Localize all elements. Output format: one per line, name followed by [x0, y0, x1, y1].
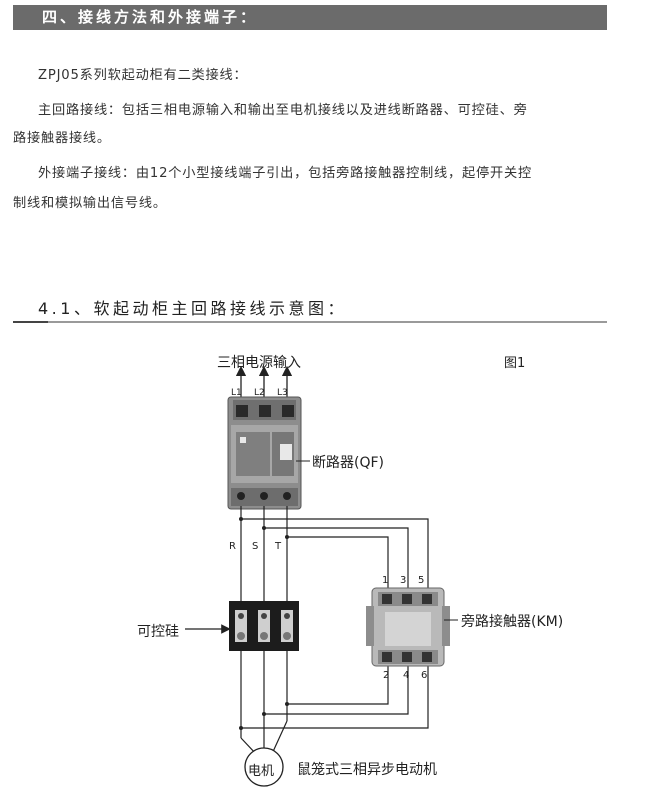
- terminal-text-1: 外接端子接线：由12个小型接线端子引出，包括旁路接触器控制线，起停开关控: [38, 166, 532, 181]
- motor-symbol-label: 电机: [248, 764, 275, 779]
- contactor-label: 旁路接触器(KM): [461, 614, 564, 630]
- phase-l2-label: L2: [254, 388, 265, 398]
- phase-t-label: T: [275, 541, 282, 552]
- motor-label: 鼠笼式三相异步电动机: [297, 762, 437, 778]
- contactor-terminal-2: 2: [383, 670, 390, 681]
- subsection-title: 4.1、软起动柜主回路接线示意图：: [38, 299, 347, 318]
- figure-label: 图1: [504, 356, 526, 371]
- breaker-qf: [227, 396, 302, 510]
- contactor-terminal-5: 5: [418, 575, 425, 586]
- wire-junctions: [239, 517, 289, 730]
- terminal-text-2: 制线和模拟输出信号线。: [13, 196, 167, 211]
- power-input-label: 三相电源输入: [217, 355, 301, 371]
- breaker-label: 断路器(QF): [312, 455, 384, 471]
- motor-symbol: [244, 747, 284, 787]
- main-circuit-text-2: 路接触器接线。: [13, 131, 111, 146]
- main-circuit-text-1: 主回路接线：包括三相电源输入和输出至电机接线以及进线断路器、可控硅、旁: [38, 103, 528, 118]
- phase-wires: [240, 506, 429, 757]
- intro-text: ZPJ05系列软起动柜有二类接线：: [38, 68, 248, 83]
- contactor-terminal-4: 4: [403, 670, 410, 681]
- contactor-terminal-1: 1: [382, 575, 389, 586]
- subsection-divider: [13, 321, 607, 323]
- section-header-bar: [13, 5, 607, 30]
- contactor-terminal-3: 3: [400, 575, 407, 586]
- thyristor-modules: [229, 601, 299, 651]
- subsection-divider-accent: [13, 321, 48, 323]
- thyristor-label: 可控硅: [137, 624, 179, 640]
- phase-r-label: R: [229, 541, 236, 552]
- contactor-terminal-6: 6: [421, 670, 428, 681]
- section-title: 四、接线方法和外接端子：: [42, 8, 259, 26]
- phase-l1-label: L1: [231, 388, 242, 398]
- bypass-contactor: [366, 587, 450, 667]
- phase-s-label: S: [252, 541, 259, 552]
- power-input-arrows: [235, 365, 293, 400]
- phase-l3-label: L3: [277, 388, 288, 398]
